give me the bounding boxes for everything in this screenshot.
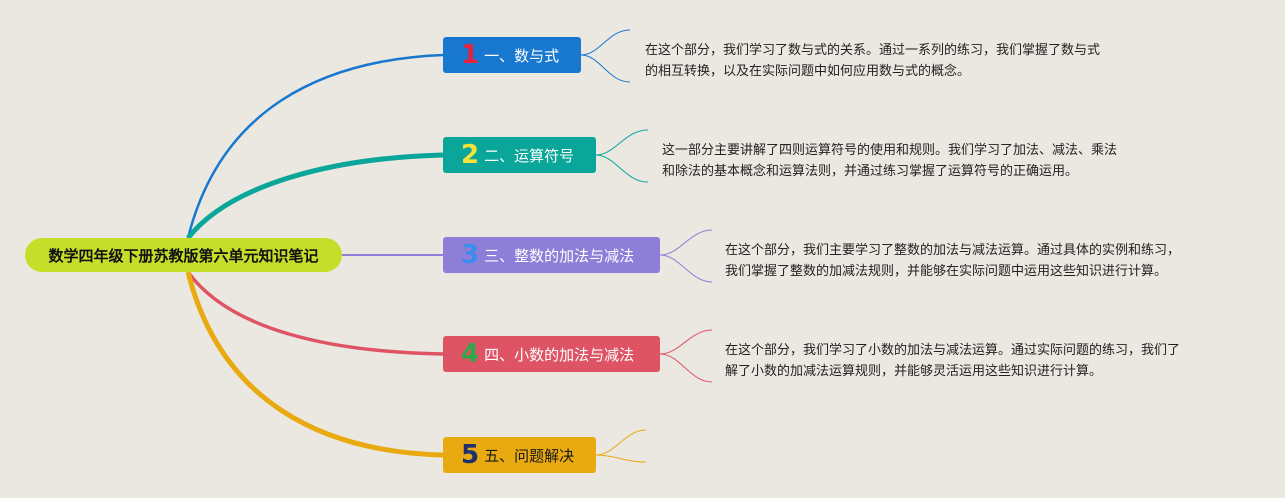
branch-description-4-line-1: 在这个部分，我们学习了小数的加法与减法运算。通过实际问题的练习，我们了 <box>725 343 1181 358</box>
branch-description-1-line-1: 在这个部分，我们学习了数与式的关系。通过一系列的练习，我们掌握了数与式 <box>645 43 1101 58</box>
branch-topic-2[interactable]: 2 二、运算符号 <box>443 137 596 173</box>
branch-topic-3[interactable]: 3 三、整数的加法与减法 <box>443 237 660 273</box>
bracket-branch-3 <box>659 229 713 283</box>
branch-description-4: 在这个部分，我们学习了小数的加法与减法运算。通过实际问题的练习，我们了 解了小数… <box>725 340 1180 382</box>
branch-topic-5[interactable]: 5 五、问题解决 <box>443 437 596 473</box>
branch-description-1-line-2: 的相互转换，以及在实际问题中如何应用数与式的概念。 <box>645 64 971 79</box>
branch-label-4: 四、小数的加法与减法 <box>484 345 635 364</box>
branch-description-3: 在这个部分，我们主要学习了整数的加法与减法运算。通过具体的实例和练习， 我们掌握… <box>725 240 1180 282</box>
branch-number-2: 2 <box>461 140 480 170</box>
branch-description-4-line-2: 解了小数的加减法运算规则，并能够灵活运用这些知识进行计算。 <box>725 364 1103 379</box>
branch-label-2: 二、运算符号 <box>484 146 575 165</box>
connector-root-branch-2 <box>186 152 444 240</box>
connector-root-branch-5 <box>185 271 444 458</box>
connector-root-branch-1 <box>186 53 444 239</box>
branch-number-3: 3 <box>461 240 480 270</box>
branch-number-4: 4 <box>461 339 480 369</box>
bracket-branch-5 <box>595 429 647 463</box>
bracket-branch-1 <box>580 29 631 83</box>
branch-topic-4[interactable]: 4 四、小数的加法与减法 <box>443 336 660 372</box>
branch-description-1: 在这个部分，我们学习了数与式的关系。通过一系列的练习，我们掌握了数与式 的相互转… <box>645 40 1100 82</box>
branch-label-5: 五、问题解决 <box>484 446 575 465</box>
branch-number-1: 1 <box>461 40 480 70</box>
branch-topic-1[interactable]: 1 一、数与式 <box>443 37 581 73</box>
branch-description-3-line-2: 我们掌握了整数的加减法规则，并能够在实际问题中运用这些知识进行计算。 <box>725 264 1168 279</box>
branch-description-3-line-1: 在这个部分，我们主要学习了整数的加法与减法运算。通过具体的实例和练习， <box>725 243 1181 258</box>
bracket-branch-4 <box>659 329 713 383</box>
root-topic[interactable]: 数学四年级下册苏教版第六单元知识笔记 <box>25 238 342 272</box>
branch-label-1: 一、数与式 <box>484 46 560 65</box>
branch-description-2: 这一部分主要讲解了四则运算符号的使用和规则。我们学习了加法、减法、乘法 和除法的… <box>662 140 1117 182</box>
branch-label-3: 三、整数的加法与减法 <box>484 246 635 265</box>
branch-description-2-line-1: 这一部分主要讲解了四则运算符号的使用和规则。我们学习了加法、减法、乘法 <box>662 143 1118 158</box>
branch-number-5: 5 <box>461 440 480 470</box>
root-topic-label: 数学四年级下册苏教版第六单元知识笔记 <box>48 246 319 265</box>
bracket-branch-2 <box>595 129 649 183</box>
connector-root-branch-4 <box>186 270 444 356</box>
branch-description-2-line-2: 和除法的基本概念和运算法则，并通过练习掌握了运算符号的正确运用。 <box>662 164 1079 179</box>
